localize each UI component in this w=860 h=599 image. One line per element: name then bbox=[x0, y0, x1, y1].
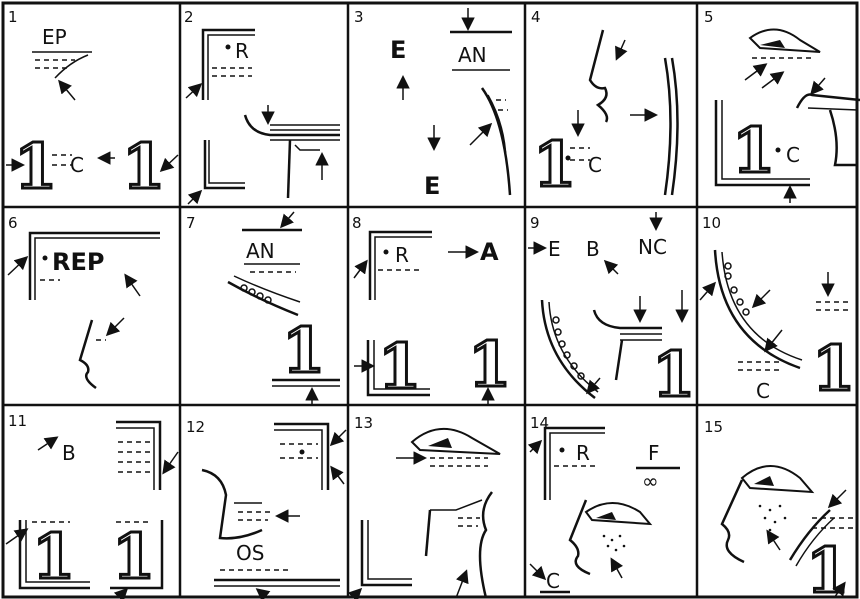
panel-6: 6 REP bbox=[8, 214, 160, 388]
panel-label: R bbox=[576, 441, 590, 465]
panel-label: EP bbox=[42, 25, 67, 49]
panel-number: 8 bbox=[352, 214, 362, 232]
panel-14: 14 R F ∞ C bbox=[530, 414, 680, 593]
panel-number: 9 bbox=[530, 214, 540, 232]
digit-one: 1 bbox=[282, 314, 325, 387]
digit-one: 1 bbox=[652, 338, 695, 411]
panel-13: 13 bbox=[352, 414, 500, 598]
panel-2: 2 R bbox=[184, 8, 340, 204]
panel-label: C bbox=[546, 569, 560, 593]
panel-8: 8 R A 1 1 bbox=[352, 214, 511, 404]
panel-label: F bbox=[648, 441, 660, 465]
panel-label: E bbox=[548, 237, 561, 261]
panel-label: C bbox=[70, 153, 84, 177]
panel-12: 12 OS bbox=[186, 418, 346, 598]
panel-label: B bbox=[62, 441, 76, 465]
digit-one: 1 bbox=[812, 332, 855, 405]
panel-label: C bbox=[756, 379, 770, 403]
digit-one: 1 bbox=[122, 130, 165, 203]
panel-15: 15 1 bbox=[704, 418, 856, 599]
panel-number: 3 bbox=[354, 8, 364, 26]
panel-number: 6 bbox=[8, 214, 18, 232]
panel-number: 7 bbox=[186, 214, 196, 232]
panel-number: 1 bbox=[8, 8, 18, 26]
digit-one: 1 bbox=[468, 328, 511, 401]
panel-11: 11 B 1 1 bbox=[6, 412, 178, 598]
panel-number: 13 bbox=[354, 414, 373, 432]
panel-10: 10 C 1 bbox=[700, 214, 855, 405]
digit-one: 1 bbox=[32, 520, 75, 593]
panel-number: 12 bbox=[186, 418, 205, 436]
panel-label: REP bbox=[52, 248, 104, 276]
panel-number: 15 bbox=[704, 418, 723, 436]
panel-label: B bbox=[586, 237, 600, 261]
panel-label: AN bbox=[458, 43, 487, 67]
panel-5: 5 1 C bbox=[704, 8, 860, 203]
panel-label: AN bbox=[246, 239, 275, 263]
panel-9: 9 E B NC 1 bbox=[528, 212, 695, 411]
infinity-glyph: ∞ bbox=[642, 469, 659, 493]
digit-one: 1 bbox=[378, 330, 421, 403]
digit-one: 1 bbox=[14, 130, 57, 203]
panel-number: 5 bbox=[704, 8, 714, 26]
panel-number: 4 bbox=[531, 8, 541, 26]
panel-1: 1 EP 1 C 1 bbox=[6, 8, 178, 203]
panel-number: 10 bbox=[702, 214, 721, 232]
panel-label: E bbox=[424, 172, 440, 200]
panel-label: A bbox=[480, 238, 499, 266]
panel-label: OS bbox=[236, 541, 264, 565]
panel-4: 4 1 C bbox=[531, 8, 678, 201]
panel-label: C bbox=[588, 153, 602, 177]
panel-7: 7 AN 1 bbox=[186, 212, 340, 404]
digit-one: 1 bbox=[112, 520, 155, 593]
panel-number: 11 bbox=[8, 412, 27, 430]
digit-one: 1 bbox=[732, 114, 775, 187]
panel-label: E bbox=[390, 36, 406, 64]
digit-one: 1 bbox=[806, 534, 849, 599]
panel-label: C bbox=[786, 143, 800, 167]
panel-label: R bbox=[395, 243, 409, 267]
panel-3: 3 E AN E bbox=[354, 8, 512, 200]
panel-label: NC bbox=[638, 235, 667, 259]
digit-one: 1 bbox=[533, 128, 576, 201]
panel-number: 2 bbox=[184, 8, 194, 26]
panel-label: R bbox=[235, 39, 249, 63]
